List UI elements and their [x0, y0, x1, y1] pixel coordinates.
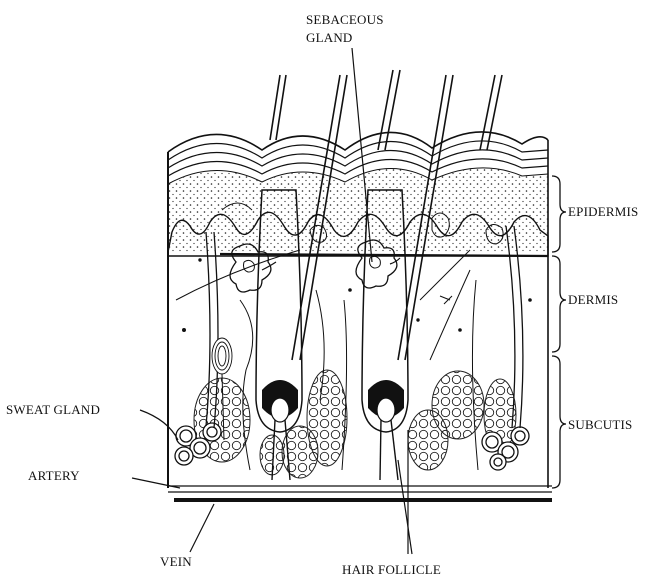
fat-lobules [194, 370, 516, 478]
artery-label: ARTERY [28, 468, 80, 483]
sebaceous-gland-label-line1: SEBACEOUS [306, 12, 384, 27]
vein-label: VEIN [160, 554, 192, 569]
epidermis-label: EPIDERMIS [568, 204, 638, 219]
layer-braces [552, 176, 566, 488]
hair-follicle-label: HAIR FOLLICLE [342, 562, 441, 577]
sebaceous-gland-label-line2: GLAND [306, 30, 353, 45]
dermis-label: DERMIS [568, 292, 618, 307]
sweat-gland-label: SWEAT GLAND [6, 402, 100, 417]
subcutis-label: SUBCUTIS [568, 417, 632, 432]
